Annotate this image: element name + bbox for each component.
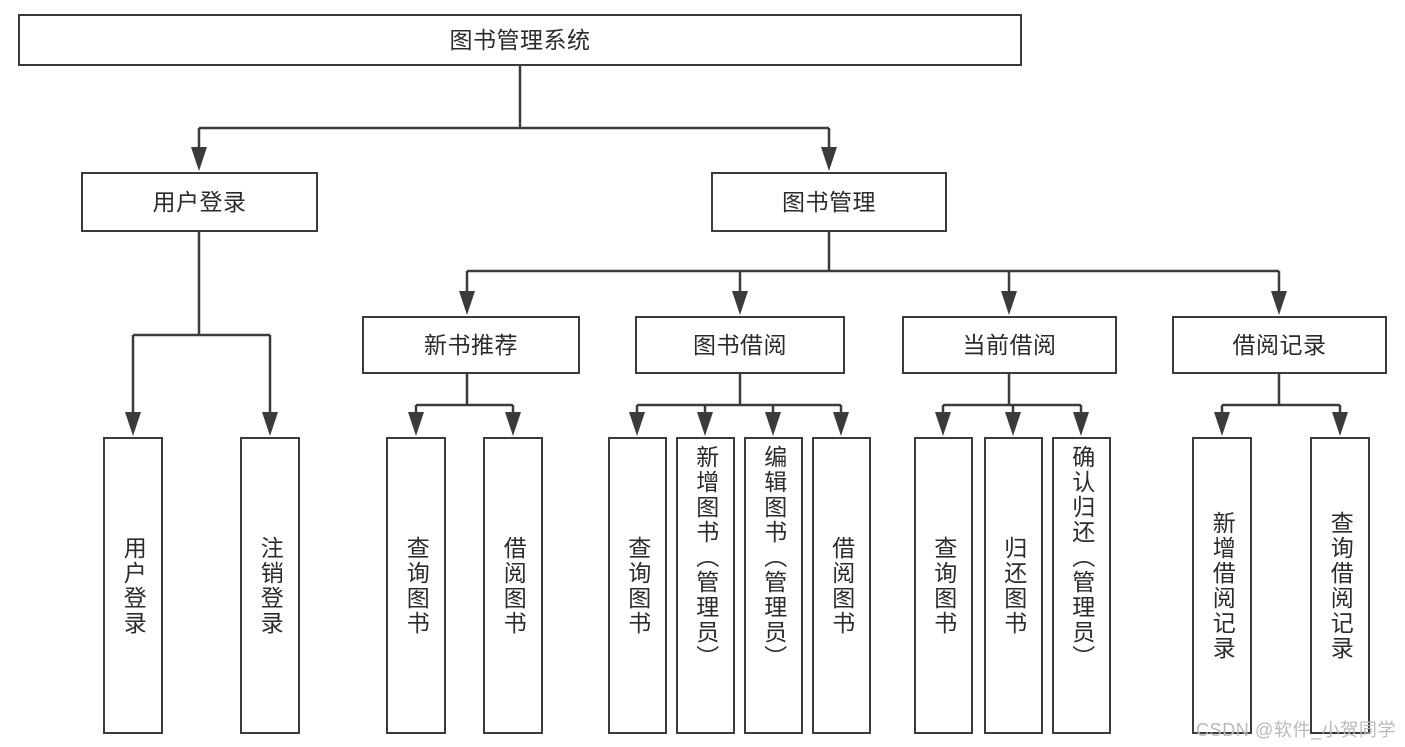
node-label: 查询图书 [624, 535, 651, 636]
node-label: 图书管理 [782, 188, 876, 215]
node-label: 新增借阅记录 [1209, 510, 1236, 661]
node-root[interactable]: 图书管理系统 [18, 14, 1022, 66]
node-leaf-borrow-book-2[interactable]: 借阅图书 [812, 437, 871, 734]
node-book-manage[interactable]: 图书管理 [711, 172, 947, 232]
node-label: 确认归还（管理员） [1068, 445, 1095, 670]
node-leaf-query-record[interactable]: 查询借阅记录 [1310, 437, 1370, 734]
node-label: 用户登录 [152, 188, 247, 215]
node-label: 查询图书 [930, 535, 957, 636]
node-label: 编辑图书（管理员） [760, 445, 787, 670]
node-label: 借阅图书 [500, 535, 527, 636]
node-leaf-confirm-return[interactable]: 确认归还（管理员） [1052, 437, 1111, 734]
node-book-borrow[interactable]: 图书借阅 [635, 316, 845, 374]
node-leaf-edit-book[interactable]: 编辑图书（管理员） [744, 437, 803, 734]
node-leaf-add-record[interactable]: 新增借阅记录 [1192, 437, 1252, 734]
node-label: 查询图书 [403, 535, 430, 636]
node-label: 新增图书（管理员） [692, 445, 719, 670]
node-label: 图书借阅 [693, 331, 787, 358]
csdn-watermark: CSDN @软件_小贺同学 [1196, 720, 1397, 740]
node-label: 当前借阅 [962, 331, 1057, 358]
node-leaf-add-book[interactable]: 新增图书（管理员） [676, 437, 735, 734]
node-current-borrow[interactable]: 当前借阅 [902, 316, 1117, 374]
node-leaf-logout[interactable]: 注销登录 [240, 437, 300, 734]
node-label: 新书推荐 [424, 331, 518, 358]
node-leaf-query-book-2[interactable]: 查询图书 [608, 437, 667, 734]
node-label: 归还图书 [1000, 535, 1027, 636]
connector-group [125, 66, 1348, 436]
node-leaf-return-book[interactable]: 归还图书 [984, 437, 1043, 734]
node-label: 注销登录 [257, 535, 284, 636]
node-new-book-rec[interactable]: 新书推荐 [362, 316, 580, 374]
node-leaf-query-book-3[interactable]: 查询图书 [914, 437, 973, 734]
node-user-login[interactable]: 用户登录 [81, 172, 318, 232]
node-borrow-record[interactable]: 借阅记录 [1172, 316, 1387, 374]
node-label: 用户登录 [120, 535, 147, 636]
node-leaf-query-book-1[interactable]: 查询图书 [386, 437, 446, 734]
node-label: 查询借阅记录 [1327, 510, 1354, 661]
node-leaf-user-login[interactable]: 用户登录 [103, 437, 163, 734]
node-label: 借阅记录 [1232, 331, 1327, 358]
node-leaf-borrow-book-1[interactable]: 借阅图书 [483, 437, 543, 734]
node-label: 图书管理系统 [449, 26, 591, 53]
node-label: 借阅图书 [828, 535, 855, 636]
